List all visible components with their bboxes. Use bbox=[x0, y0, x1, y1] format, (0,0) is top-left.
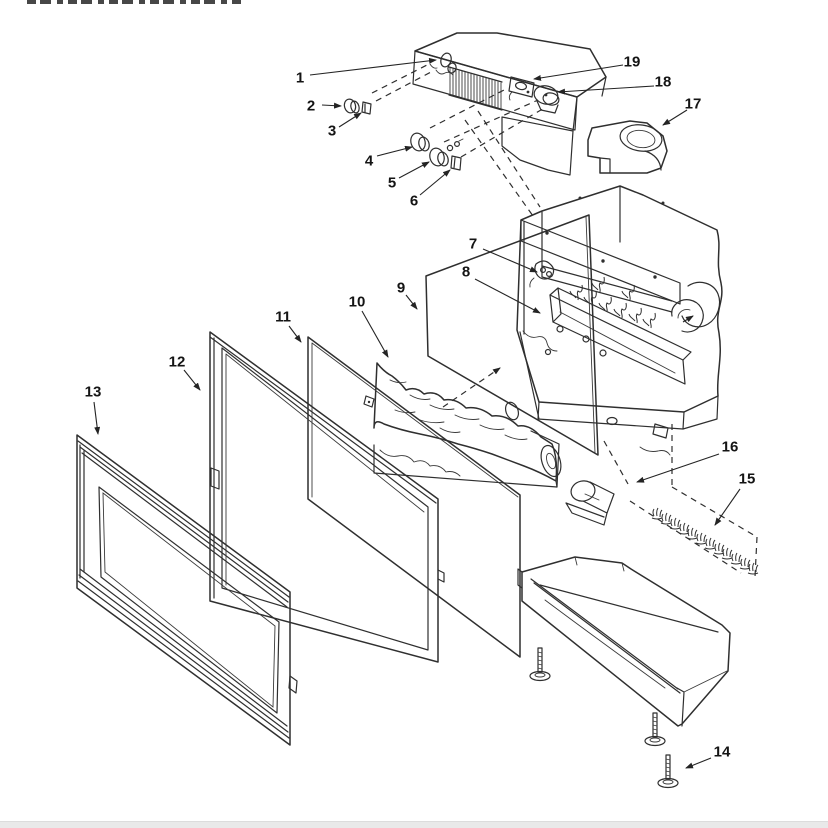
part-callout-12: 12 bbox=[168, 353, 186, 371]
part-callout-6: 6 bbox=[409, 192, 419, 210]
ember-strip-dashed-lines bbox=[442, 367, 758, 578]
footer-bar bbox=[0, 821, 828, 828]
part-callout-3: 3 bbox=[327, 122, 337, 140]
retainer-clip-6 bbox=[446, 138, 464, 171]
switch-box-19 bbox=[508, 76, 535, 101]
firebox-body bbox=[516, 185, 723, 430]
part-callout-5: 5 bbox=[387, 174, 397, 192]
blower-17 bbox=[587, 120, 668, 174]
louver-grille bbox=[448, 66, 503, 111]
retainer-clip-3 bbox=[361, 101, 372, 115]
part-callout-17: 17 bbox=[684, 95, 702, 113]
leveling-bolt-14-left bbox=[529, 647, 551, 682]
glass-panel-9 bbox=[425, 214, 599, 456]
part-callout-19: 19 bbox=[623, 53, 641, 71]
part-callout-11: 11 bbox=[275, 308, 291, 326]
knob-2 bbox=[343, 98, 360, 114]
leveling-bolt-14-right bbox=[657, 754, 679, 789]
part-callout-1: 1 bbox=[295, 69, 305, 87]
bracket-16 bbox=[565, 480, 615, 526]
part-callout-2: 2 bbox=[306, 97, 316, 115]
part-callout-14: 14 bbox=[713, 743, 731, 761]
leveling-bolt-14-middle bbox=[644, 712, 666, 747]
outer-door-frame-13 bbox=[76, 434, 298, 746]
log-set-10 bbox=[373, 362, 562, 488]
burner-assembly-8 bbox=[522, 276, 721, 456]
knob-5 bbox=[429, 147, 449, 167]
part-louver-panel-assembly bbox=[412, 32, 607, 176]
knob-mounting-dashed-lines bbox=[371, 63, 547, 217]
part-callout-10: 10 bbox=[348, 293, 366, 311]
door-glass-11 bbox=[307, 336, 521, 658]
part-callout-18: 18 bbox=[654, 73, 672, 91]
part-callout-7: 7 bbox=[468, 235, 478, 253]
part-callout-16: 16 bbox=[721, 438, 739, 456]
callout-leader-lines bbox=[93, 57, 741, 769]
part-callout-15: 15 bbox=[738, 470, 756, 488]
part-callout-13: 13 bbox=[84, 383, 102, 401]
knob-4 bbox=[410, 132, 430, 152]
part-callout-9: 9 bbox=[396, 279, 406, 297]
door-frame-12 bbox=[209, 331, 445, 663]
part-callout-8: 8 bbox=[461, 263, 471, 281]
panel-corner-fittings bbox=[429, 52, 457, 76]
bottom-tray bbox=[517, 556, 731, 727]
ember-strip-15 bbox=[651, 507, 759, 575]
part-callout-4: 4 bbox=[364, 152, 374, 170]
clipped-header-text bbox=[27, 0, 241, 4]
valve-7 bbox=[529, 260, 555, 288]
round-control-18 bbox=[533, 85, 560, 114]
